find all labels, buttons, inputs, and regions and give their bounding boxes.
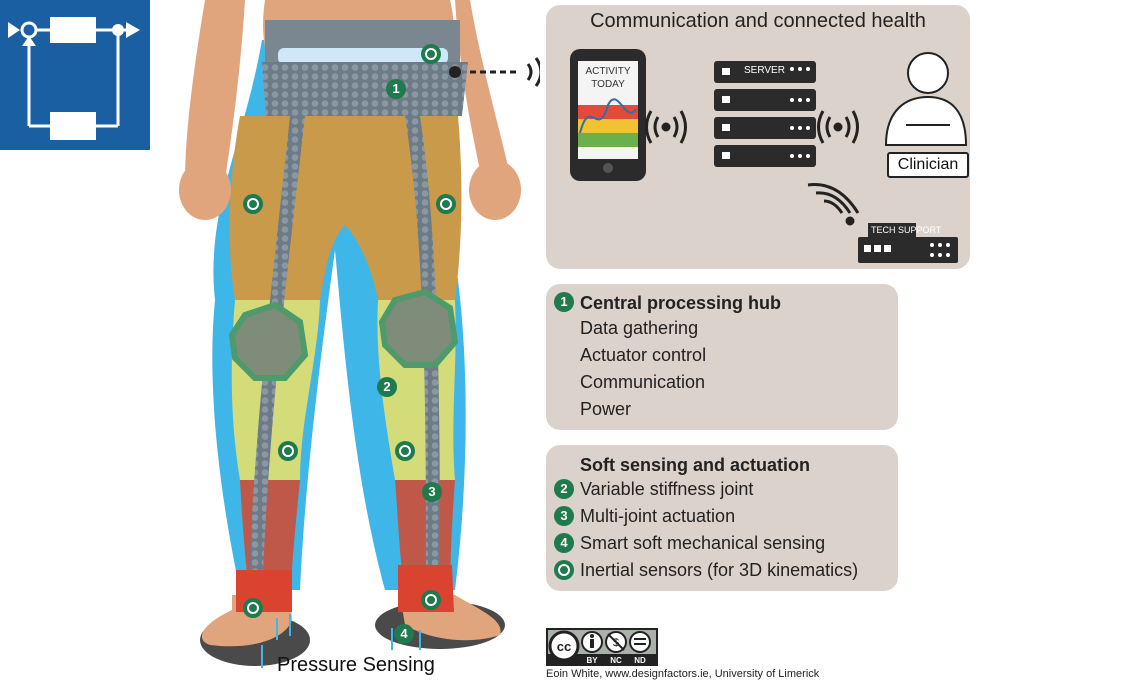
hub-panel: 1 Central processing hub Data gathering … bbox=[546, 284, 898, 430]
hub-badge: 1 bbox=[554, 292, 574, 312]
marker-3: 3 bbox=[422, 482, 442, 502]
soft-badge-4: 4 bbox=[554, 533, 574, 553]
hub-title: Central processing hub bbox=[580, 293, 782, 313]
hub-item: Power bbox=[580, 399, 632, 419]
credit-line: Eoin White, www.designfactors.ie, Univer… bbox=[546, 668, 820, 680]
cc-license-badge: $ cc BY NC ND bbox=[546, 628, 658, 666]
inertial-sensor-icon bbox=[554, 560, 574, 580]
soft-item: Smart soft mechanical sensing bbox=[580, 533, 826, 553]
phone-activity-label: ACTIVITY bbox=[585, 66, 631, 77]
pressure-sensing-label: Pressure Sensing bbox=[277, 654, 435, 676]
soft-badge-3: 3 bbox=[554, 506, 574, 526]
control-loop-logo bbox=[0, 0, 150, 150]
inertial-sensor-icon bbox=[421, 590, 441, 610]
phone-today-label: TODAY bbox=[591, 79, 625, 90]
feedback-loop-icon bbox=[8, 17, 140, 140]
inertial-sensor-icon bbox=[278, 441, 298, 461]
soft-item: Multi-joint actuation bbox=[580, 506, 736, 526]
inertial-sensor-icon bbox=[421, 44, 441, 64]
soft-item: Inertial sensors (for 3D kinematics) bbox=[580, 560, 859, 580]
cc-nc-text: NC bbox=[610, 656, 622, 665]
cc-by-text: BY bbox=[586, 656, 598, 665]
marker-1: 1 bbox=[386, 79, 406, 99]
inertial-sensor-icon bbox=[243, 598, 263, 618]
soft-item: Variable stiffness joint bbox=[580, 479, 754, 499]
marker-2: 2 bbox=[377, 377, 397, 397]
soft-title: Soft sensing and actuation bbox=[580, 455, 811, 475]
exosuit-illustration: 1 2 3 4 bbox=[0, 0, 543, 684]
tech-support-label: TECH SUPPORT bbox=[871, 225, 942, 235]
inertial-sensor-icon bbox=[243, 194, 263, 214]
hub-item: Actuator control bbox=[580, 345, 707, 365]
communication-title: Communication and connected health bbox=[590, 10, 926, 32]
marker-4: 4 bbox=[394, 624, 414, 644]
cc-text: cc bbox=[557, 639, 571, 654]
cc-nd-text: ND bbox=[634, 656, 646, 665]
inertial-sensor-icon bbox=[436, 194, 456, 214]
soft-badge-2: 2 bbox=[554, 479, 574, 499]
clinician-label: Clinician bbox=[887, 152, 969, 178]
server-label: SERVER bbox=[744, 65, 785, 76]
inertial-sensor-icon bbox=[395, 441, 415, 461]
soft-sensing-panel: Soft sensing and actuation 2 Variable st… bbox=[546, 445, 898, 591]
cc-by-nc-nd-icon: $ cc BY NC ND bbox=[546, 628, 658, 666]
hub-item: Communication bbox=[580, 372, 706, 392]
hub-item: Data gathering bbox=[580, 318, 699, 338]
connected-health-devices bbox=[570, 49, 968, 263]
legs-figure bbox=[179, 0, 543, 668]
